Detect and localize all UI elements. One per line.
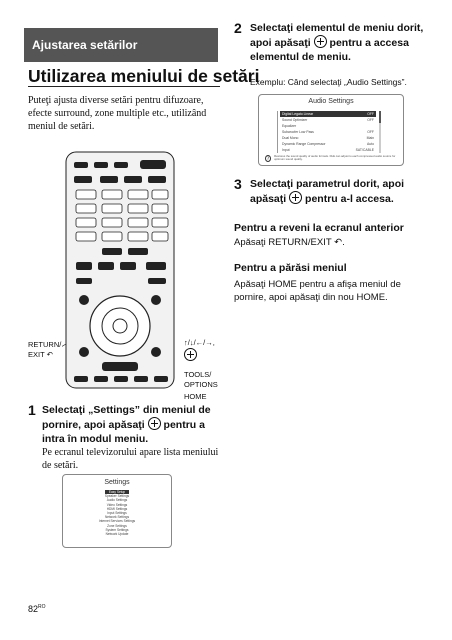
step-2-instruction: Selectaţi elementul de meniu dorit, apoi…: [250, 21, 430, 64]
page-title: Utilizarea meniului de setări: [28, 66, 260, 86]
home-label: HOME: [184, 392, 207, 401]
step-3-text-a: Selectaţi parametrul dorit, apoi apăsaţi: [250, 178, 405, 205]
return-exit-label: RETURN/ EXIT ↶: [28, 340, 62, 359]
page-number: 82RO: [28, 604, 46, 614]
help-icon: ?: [265, 154, 272, 162]
step-3-number: 3: [234, 176, 242, 192]
audio-setting-value: SAT/CABLE: [355, 148, 374, 152]
settings-menu-item[interactable]: Network Update: [105, 532, 129, 537]
step-2-text-b: pentru a accesa elementul de meniu.: [250, 37, 409, 63]
intro-text: Puteţi ajusta diverse setări pentru difu…: [28, 95, 207, 132]
settings-menu-item[interactable]: Internet Services Settings: [98, 519, 136, 524]
step-1-text-a: Selectaţi „Settings” din meniul de porni…: [42, 404, 211, 431]
audio-setting-row[interactable]: Dynamic Range Compressor Auto: [280, 141, 376, 147]
step-2-text-a: Selectaţi elementul de meniu dorit, apoi…: [250, 22, 424, 49]
step-1-number: 1: [28, 402, 36, 418]
enter-icon: [313, 35, 327, 48]
arrow-buttons-text: ↑/↓/←/→,: [184, 338, 215, 347]
remote-control-illustration: [62, 151, 175, 389]
audio-setting-value: OFF: [367, 130, 374, 134]
step-3-instruction: Selectaţi parametrul dorit, apoi apăsaţi…: [250, 177, 428, 206]
enter-icon: [147, 417, 161, 430]
enter-button-icon: [184, 347, 197, 361]
audio-setting-value: Auto: [367, 142, 374, 146]
audio-setting-row[interactable]: Sound Optimizer OFF: [280, 117, 376, 123]
audio-setting-label: Dual Mono: [282, 136, 299, 140]
audio-setting-value: OFF: [367, 118, 374, 122]
audio-setting-label: Subwoofer Low Pass: [282, 130, 314, 134]
settings-screen-title: Settings: [104, 479, 130, 486]
settings-menu-item[interactable]: Easy Setup: [105, 490, 129, 495]
audio-setting-label: Digital Legato Linear: [282, 112, 314, 116]
step-1-note: Pe ecranul televizorului apare lista men…: [42, 447, 219, 471]
audio-help-area: ? Restores the sound quality of audio fo…: [265, 153, 397, 162]
audio-setting-label: Input: [282, 148, 290, 152]
audio-setting-label: Equalizer: [282, 124, 297, 128]
audio-setting-label: Dynamic Range Compressor: [282, 142, 326, 146]
page-lang: RO: [38, 604, 46, 610]
audio-setting-label: Sound Optimizer: [282, 118, 308, 122]
audio-setting-value: OFF: [367, 112, 374, 116]
step-2-example: Exemplu: Când selectaţi „Audio Settings”…: [250, 77, 407, 87]
arrow-buttons-label: ↑/↓/←/→,: [184, 338, 215, 361]
enter-icon: [289, 191, 303, 204]
step-1-text-b: pentru a intra în modul meniu.: [42, 419, 205, 445]
title-rule: [28, 86, 220, 87]
settings-menu-item[interactable]: Video Settings: [106, 502, 128, 507]
prev-screen-text: Apăsaţi RETURN/EXIT ↶.: [234, 237, 345, 248]
audio-setting-row[interactable]: Subwoofer Low Pass OFF: [280, 129, 376, 135]
audio-scrollbar: [379, 111, 381, 153]
audio-setting-value: Main: [366, 136, 374, 140]
exit-menu-text: Apăsaţi HOME pentru a afişa meniul de po…: [234, 279, 401, 303]
audio-setting-row[interactable]: Equalizer: [280, 123, 376, 129]
exit-menu-heading: Pentru a părăsi meniul: [234, 262, 347, 274]
settings-menu-item[interactable]: Speaker Settings: [104, 494, 130, 499]
settings-menu-item[interactable]: Audio Settings: [106, 498, 128, 503]
settings-menu-item[interactable]: HDMI Settings: [106, 506, 128, 511]
settings-menu-item[interactable]: Network Settings: [104, 515, 130, 520]
prev-screen-heading: Pentru a reveni la ecranul anterior: [234, 222, 404, 234]
audio-footnote: Restores the sound quality of audio form…: [274, 153, 396, 162]
step-3-text-b: pentru a-l accesa.: [302, 193, 394, 205]
settings-menu-item[interactable]: Input Settings: [107, 511, 127, 516]
section-band: Ajustarea setărilor: [24, 28, 218, 62]
settings-menu-item[interactable]: Zone Settings: [107, 523, 127, 528]
audio-screen-title: Audio Settings: [308, 98, 354, 105]
settings-menu-item[interactable]: System Settings: [105, 527, 129, 532]
step-2-number: 2: [234, 20, 242, 36]
step-1-instruction: Selectaţi „Settings” din meniul de porni…: [42, 403, 220, 446]
audio-setting-row[interactable]: Dual Mono Main: [280, 135, 376, 141]
audio-setting-row[interactable]: Digital Legato Linear OFF: [280, 111, 376, 117]
audio-setting-row[interactable]: Input SAT/CABLE: [280, 147, 376, 153]
page-number-value: 82: [28, 604, 39, 614]
tools-options-label: TOOLS/ OPTIONS: [184, 370, 218, 389]
